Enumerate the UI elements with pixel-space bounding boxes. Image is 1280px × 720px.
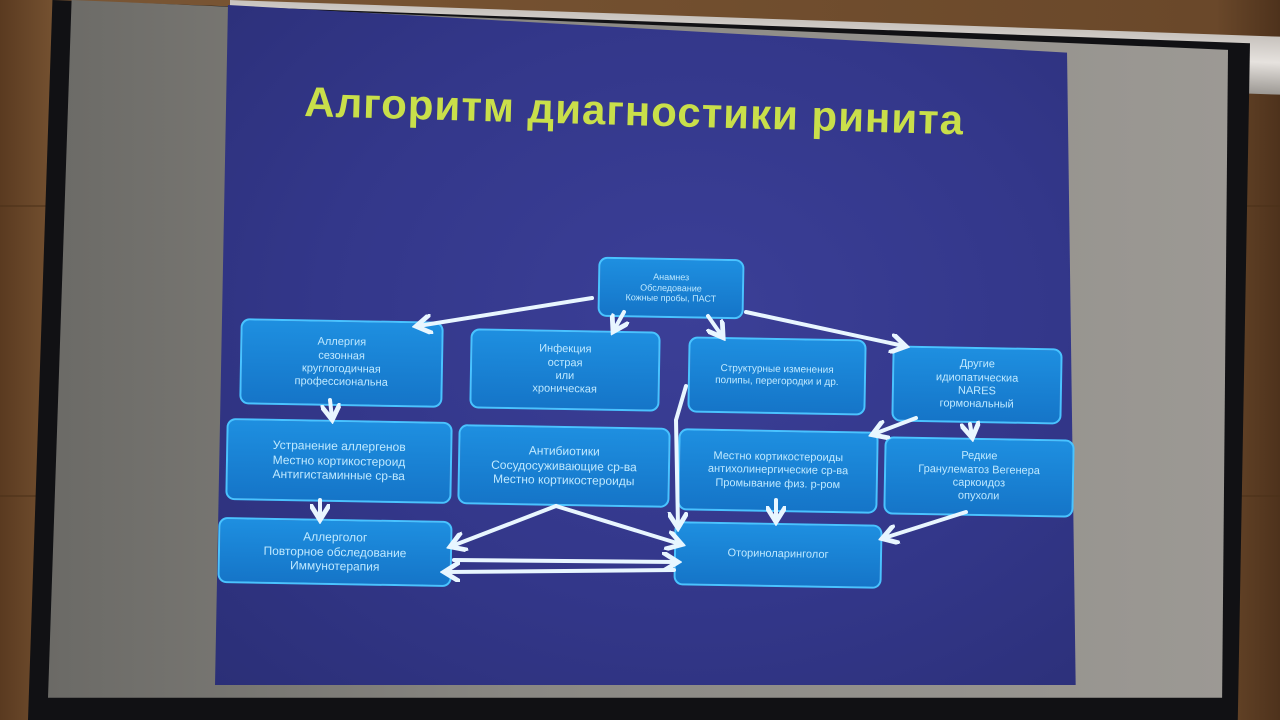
arrow-structural-to-ent — [676, 384, 686, 526]
arrow-allergist-to-ent — [452, 560, 676, 562]
arrow-allergy-down — [330, 398, 332, 418]
arrow-other-to-local — [874, 416, 918, 434]
arrow-root-to-other — [744, 310, 904, 346]
arrow-root-to-infection — [614, 310, 624, 330]
arrow-ent-to-allergist — [446, 570, 676, 572]
arrow-root-to-allergy — [418, 296, 594, 326]
arrow-root-to-structural — [708, 314, 722, 336]
arrow-antibiotics-to-ent — [554, 504, 680, 544]
arrow-antibiotics-to-allergist — [452, 504, 558, 546]
arrow-rare-to-ent — [884, 510, 968, 538]
arrow-other-to-rare — [970, 424, 972, 436]
